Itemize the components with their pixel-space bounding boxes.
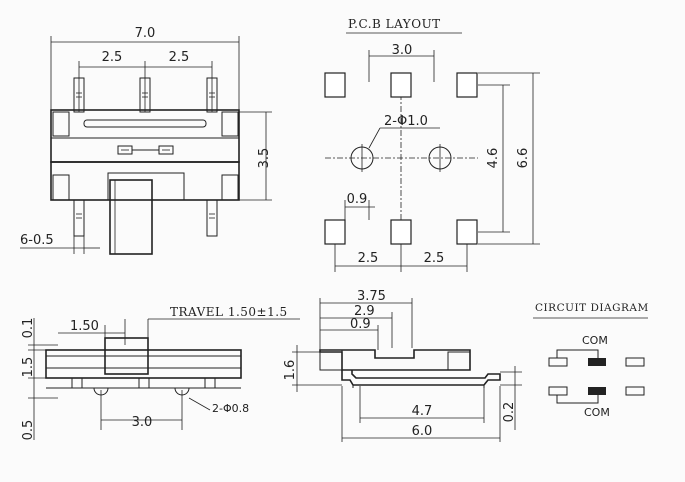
side-view: 3.75 2.9 0.9 1.6 0.2 4.7 6.0 bbox=[283, 289, 522, 442]
front-height-dim: 1.5 bbox=[21, 357, 36, 378]
side-47-dim: 4.7 bbox=[412, 404, 433, 419]
pin-width-dim: 6-0.5 bbox=[20, 233, 54, 248]
circuit-diagram: CIRCUIT DIAGRAM COM COM bbox=[533, 302, 649, 419]
side-02-dim: 0.2 bbox=[502, 402, 517, 423]
side-375-dim: 3.75 bbox=[357, 289, 386, 304]
side-60-dim: 6.0 bbox=[412, 424, 433, 439]
foot-dim: 0.5 bbox=[21, 420, 36, 441]
com-bottom-label: COM bbox=[584, 406, 610, 419]
top-view: 7.0 2.5 2.5 bbox=[20, 26, 272, 255]
side-16-dim: 1.6 bbox=[283, 360, 298, 381]
front-view: TRAVEL 1.50±1.5 1.50 0.1 1.5 0.5 bbox=[21, 305, 300, 440]
pcb-bottom-left-dim: 2.5 bbox=[358, 251, 379, 266]
pcb-layout-view: P.C.B LAYOUT 3.0 2-Φ1.0 4.6 bbox=[324, 17, 540, 272]
peg-diameter-dim: 2-Φ0.8 bbox=[212, 402, 249, 415]
top-gap-dim: 0.1 bbox=[21, 318, 36, 339]
travel-label: TRAVEL 1.50±1.5 bbox=[170, 305, 288, 319]
top-width-dim: 7.0 bbox=[135, 26, 156, 41]
circuit-title: CIRCUIT DIAGRAM bbox=[535, 302, 649, 314]
pcb-layout-title: P.C.B LAYOUT bbox=[348, 17, 441, 31]
top-pitch-right-dim: 2.5 bbox=[169, 50, 190, 65]
pcb-inner-dim: 4.6 bbox=[486, 148, 501, 169]
actuator-width-dim: 1.50 bbox=[70, 319, 99, 334]
pcb-bottom-right-dim: 2.5 bbox=[424, 251, 445, 266]
pcb-holes-dim: 2-Φ1.0 bbox=[384, 114, 428, 129]
top-pitch-left-dim: 2.5 bbox=[102, 50, 123, 65]
peg-pitch-dim: 3.0 bbox=[132, 415, 153, 430]
top-height-dim: 3.5 bbox=[257, 148, 272, 169]
pcb-offset-dim: 0.9 bbox=[347, 192, 368, 207]
side-29-dim: 2.9 bbox=[354, 304, 375, 319]
com-top-label: COM bbox=[582, 334, 608, 347]
pcb-outer-dim: 6.6 bbox=[516, 148, 531, 169]
pcb-top-dim: 3.0 bbox=[392, 43, 413, 58]
side-09-dim: 0.9 bbox=[350, 317, 371, 332]
